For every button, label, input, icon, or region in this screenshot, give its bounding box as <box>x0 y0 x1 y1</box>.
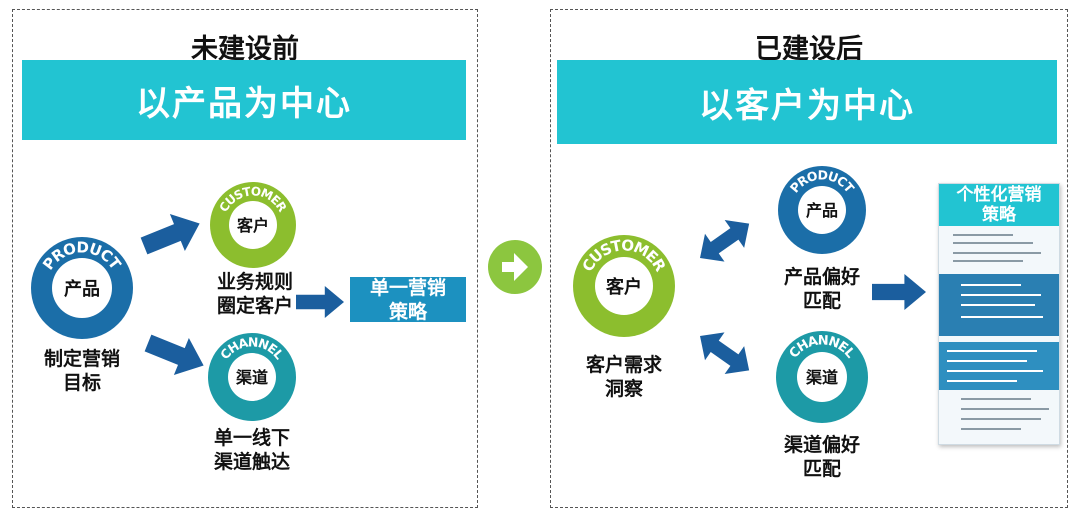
arrow-customer-product-bidirectional <box>690 209 759 272</box>
document-title: 个性化营销 策略 <box>939 184 1059 226</box>
right-product-label: 产品偏好 匹配 <box>783 266 860 312</box>
right-channel-circle: CHANNEL 渠道 <box>776 331 868 423</box>
doc-text-line <box>961 284 1021 286</box>
left-customer-circle: CUSTOMER 客户 <box>210 182 296 268</box>
arrow-right-circle-icon <box>488 240 542 294</box>
doc-text-line <box>953 260 1023 262</box>
doc-text-line <box>961 316 1043 318</box>
left-product-label: 制定营销 目标 <box>43 348 120 394</box>
left-product-circle: PRODUCT 产品 <box>31 237 133 339</box>
doc-text-line <box>947 370 1043 372</box>
arrow-preferences-to-strategy <box>872 274 926 310</box>
right-channel-center: 渠道 <box>806 368 838 387</box>
doc-text-line <box>961 304 1035 306</box>
doc-text-line <box>961 398 1031 400</box>
left-channel-label: 单一线下 渠道触达 <box>213 427 290 473</box>
right-customer-circle: CUSTOMER 客户 <box>573 235 675 337</box>
doc-text-line <box>961 294 1041 296</box>
left-channel-circle: CHANNEL 渠道 <box>208 333 296 421</box>
doc-text-line <box>947 360 1027 362</box>
before-title: 未建设前 <box>191 34 299 65</box>
personalized-strategy-document: 个性化营销 策略 <box>938 183 1060 445</box>
left-channel-center: 渠道 <box>236 368 268 387</box>
doc-text-line <box>961 418 1041 420</box>
right-customer-label: 客户需求 洞察 <box>585 354 662 400</box>
right-channel-label: 渠道偏好 匹配 <box>783 434 860 480</box>
left-customer-center: 客户 <box>237 216 269 235</box>
single-strategy-box: 单一营销 策略 <box>350 277 466 323</box>
doc-text-line <box>961 428 1021 430</box>
arrow-product-to-channel <box>140 324 212 385</box>
doc-text-line <box>953 234 1013 236</box>
right-product-circle: PRODUCT 产品 <box>778 166 866 254</box>
arrow-customer-channel-bidirectional <box>690 322 759 385</box>
doc-text-line <box>947 350 1037 352</box>
after-title: 已建设后 <box>755 34 863 65</box>
doc-text-line <box>953 252 1041 254</box>
before-banner: 以产品为中心 <box>22 60 466 140</box>
arrow-product-to-customer <box>136 204 208 265</box>
doc-text-line <box>953 242 1033 244</box>
right-customer-center: 客户 <box>606 276 642 298</box>
doc-text-line <box>961 408 1049 410</box>
right-product-center: 产品 <box>806 201 838 220</box>
doc-text-line <box>947 380 1017 382</box>
left-customer-label: 业务规则 圈定客户 <box>216 271 293 317</box>
left-product-center: 产品 <box>64 278 100 300</box>
after-banner: 以客户为中心 <box>557 60 1057 144</box>
